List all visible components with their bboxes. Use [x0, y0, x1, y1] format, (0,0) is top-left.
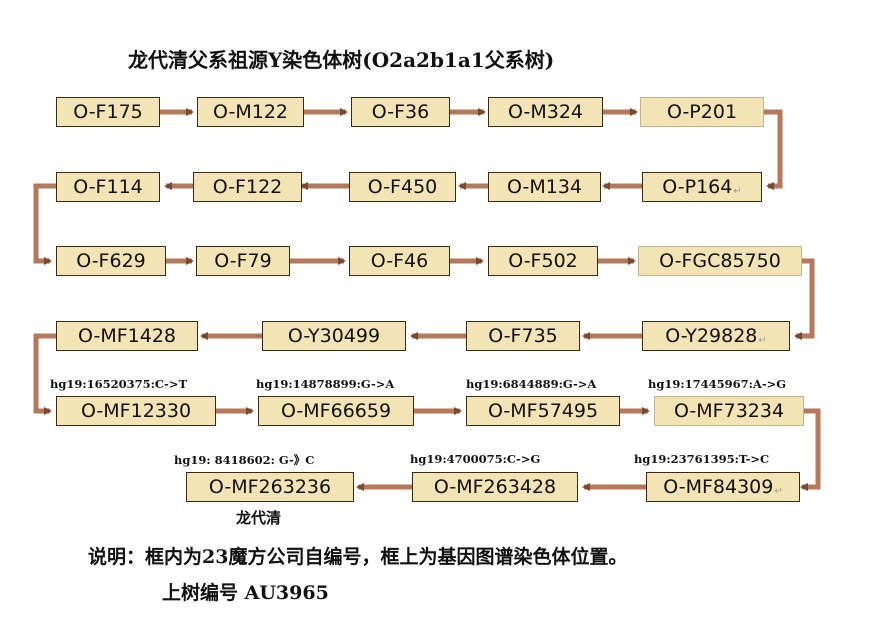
- haplogroup-node-f46: O-F46: [349, 246, 450, 276]
- node-label: O-MF84309: [663, 476, 774, 498]
- haplogroup-node-y30499: O-Y30499: [262, 321, 406, 351]
- haplogroup-node-mf57495: O-MF57495: [466, 396, 620, 426]
- haplogroup-node-f175: O-F175: [56, 97, 160, 127]
- haplogroup-node-f79: O-F79: [196, 246, 290, 276]
- haplogroup-node-m134: O-M134: [488, 172, 601, 202]
- connector: [764, 109, 783, 190]
- position-label-mf57495: hg19:6844889:G->A: [466, 377, 597, 391]
- haplogroup-node-m122: O-M122: [197, 97, 304, 127]
- paragraph-mark: ↵: [774, 485, 783, 497]
- haplogroup-node-fgc85750: O-FGC85750: [638, 246, 802, 276]
- haplogroup-node-mf263236: O-MF263236: [186, 472, 354, 502]
- haplogroup-node-f122: O-F122: [193, 172, 302, 202]
- haplogroup-node-mf12330: O-MF12330: [56, 396, 216, 426]
- haplogroup-node-f114: O-F114: [56, 172, 160, 202]
- paragraph-mark: ↵: [758, 334, 767, 346]
- position-label-mf66659: hg19:14878899:G->A: [256, 377, 395, 391]
- haplogroup-node-mf84309: O-MF84309↵: [646, 472, 800, 502]
- haplogroup-node-mf66659: O-MF66659: [258, 396, 414, 426]
- diagram-title: 龙代清父系祖源Y染色体树(O2a2b1a1父系树): [128, 48, 555, 72]
- haplogroup-node-f629: O-F629: [56, 246, 166, 276]
- node-label: O-Y29828: [665, 325, 758, 347]
- position-label-mf73234: hg19:17445967:A->G: [648, 377, 787, 391]
- haplogroup-node-p164: O-P164↵: [642, 172, 762, 202]
- connector: [33, 183, 56, 265]
- haplogroup-node-mf73234: O-MF73234: [654, 396, 804, 426]
- haplogroup-node-f450: O-F450: [349, 172, 456, 202]
- haplogroup-node-f36: O-F36: [351, 97, 450, 127]
- footer-note: 说明：框内为23魔方公司自编号，框上为基因图谱染色体位置。: [88, 546, 628, 568]
- connector: [33, 333, 56, 415]
- position-label-mf12330: hg19:16520375:C->T: [50, 377, 188, 391]
- paragraph-mark: ↵: [733, 185, 742, 197]
- haplogroup-node-f735: O-F735: [466, 321, 580, 351]
- connector: [794, 258, 815, 340]
- haplogroup-node-mf263428: O-MF263428: [412, 472, 578, 502]
- haplogroup-node-y29828: O-Y29828↵: [642, 321, 790, 351]
- position-label-mf263236: hg19: 8418602: G-》C: [174, 453, 315, 467]
- haplogroup-node-p201: O-P201: [640, 97, 764, 127]
- haplogroup-node-mf1428: O-MF1428: [56, 321, 198, 351]
- connector: [800, 408, 821, 491]
- haplogroup-node-m324: O-M324: [488, 97, 603, 127]
- node-label: O-P164: [662, 176, 733, 198]
- tree-id-label: 上树编号 AU3965: [162, 582, 329, 604]
- person-label: 龙代清: [236, 509, 282, 527]
- haplogroup-node-f502: O-F502: [488, 246, 598, 276]
- position-label-mf84309: hg19:23761395:T->C: [634, 452, 770, 466]
- position-label-mf263428: hg19:4700075:C->G: [410, 452, 541, 466]
